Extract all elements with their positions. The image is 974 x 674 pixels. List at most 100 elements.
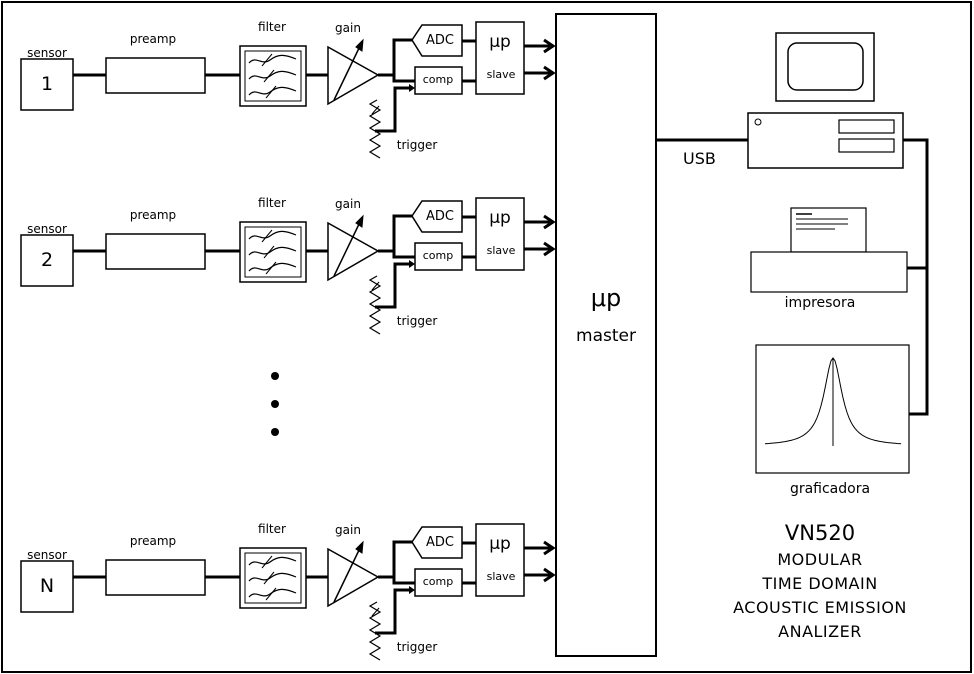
filter-label: filter xyxy=(258,20,286,34)
sensor-label: sensor xyxy=(27,46,67,60)
trigger-wire xyxy=(375,86,410,133)
filter-slash xyxy=(265,261,277,275)
sensor-box xyxy=(20,58,74,111)
slave-box xyxy=(475,523,525,597)
slave-box xyxy=(475,21,525,95)
sensor-label: sensor xyxy=(27,548,67,562)
gain-adjust-arrow xyxy=(333,219,362,277)
filter-wave xyxy=(248,246,297,256)
comp-box xyxy=(414,568,463,597)
title-line-4: ANALIZER xyxy=(778,622,862,641)
bus-arrowhead xyxy=(543,214,556,230)
channel-row xyxy=(20,523,556,661)
filter-inner xyxy=(244,226,302,278)
filter-wave xyxy=(248,54,297,64)
gain-label: gain xyxy=(335,21,361,35)
filter-wave xyxy=(248,230,297,240)
bus-arrowhead xyxy=(543,38,556,54)
plotter-label: graficadora xyxy=(789,481,871,497)
preamp-label: preamp xyxy=(129,534,177,548)
filter-wave xyxy=(248,262,297,272)
split-wire xyxy=(392,214,415,259)
ellipsis-dot xyxy=(271,372,279,380)
preamp-label: preamp xyxy=(129,208,177,222)
model-name: VN520 xyxy=(784,521,856,545)
gain-label: gain xyxy=(335,523,361,537)
adc-label: ADC xyxy=(426,33,454,48)
gain-arrowhead xyxy=(355,540,364,554)
preamp-label: preamp xyxy=(129,32,177,46)
comp-label: comp xyxy=(422,249,454,262)
ellipsis-dot xyxy=(271,400,279,408)
split-wire xyxy=(392,540,415,585)
slave-mu-label: μp xyxy=(489,534,511,554)
title-line-1: MODULAR xyxy=(777,550,863,569)
filter-box xyxy=(239,221,307,283)
monitor-icon xyxy=(775,32,875,102)
master-mu-label: μp xyxy=(590,284,622,312)
filter-inner xyxy=(244,552,302,604)
gain-arrowhead xyxy=(355,214,364,228)
slave-label: slave xyxy=(486,570,516,583)
usb-label: USB xyxy=(683,149,716,168)
trigger-resistor xyxy=(368,275,382,335)
trigger-label: trigger xyxy=(396,314,438,328)
slave-box xyxy=(475,197,525,271)
filter-slash xyxy=(261,555,273,569)
sensor-box xyxy=(20,560,74,613)
trigger-label: trigger xyxy=(396,138,438,152)
slave-mu-label: μp xyxy=(489,208,511,228)
sensor-number: 1 xyxy=(40,73,54,95)
trigger-resistor xyxy=(368,99,382,159)
sensor-box xyxy=(20,234,74,287)
adc-label: ADC xyxy=(426,535,454,550)
slave-mu-label: μp xyxy=(489,32,511,52)
split-wire xyxy=(392,38,415,83)
comp-box xyxy=(414,242,463,271)
plotter-icon xyxy=(755,344,910,474)
preamp-box xyxy=(105,559,206,596)
comp-label: comp xyxy=(422,73,454,86)
filter-slash xyxy=(261,53,273,67)
adc-label: ADC xyxy=(426,209,454,224)
trigger-tap xyxy=(371,281,380,291)
filter-slash xyxy=(263,69,275,83)
bus-line xyxy=(903,138,929,416)
filter-slash xyxy=(261,229,273,243)
filter-slash xyxy=(263,571,275,585)
gain-adjust-arrow xyxy=(333,43,362,101)
filter-wave xyxy=(248,70,297,80)
filter-wave xyxy=(248,86,297,96)
filter-wave xyxy=(248,556,297,566)
channel-row xyxy=(20,21,556,159)
bus-arrowhead xyxy=(543,65,556,81)
master-label: master xyxy=(576,326,636,346)
title-line-2: TIME DOMAIN xyxy=(762,574,878,593)
slave-label: slave xyxy=(486,68,516,81)
bus-arrowhead xyxy=(543,567,556,583)
trigger-arrowhead xyxy=(409,260,415,268)
trigger-wire xyxy=(375,262,410,309)
filter-slash xyxy=(265,85,277,99)
trigger-arrowhead xyxy=(409,84,415,92)
preamp-box xyxy=(105,233,206,270)
slave-label: slave xyxy=(486,244,516,257)
bus-arrowhead xyxy=(543,241,556,257)
filter-slash xyxy=(265,587,277,601)
sensor-label: sensor xyxy=(27,222,67,236)
trigger-wire xyxy=(375,588,410,635)
trigger-label: trigger xyxy=(396,640,438,654)
filter-wave xyxy=(248,588,297,598)
comp-label: comp xyxy=(422,575,454,588)
filter-box xyxy=(239,547,307,609)
filter-slash xyxy=(263,245,275,259)
title-line-3: ACOUSTIC EMISSION xyxy=(733,598,907,617)
gain-label: gain xyxy=(335,197,361,211)
channel-row xyxy=(20,197,556,335)
filter-label: filter xyxy=(258,522,286,536)
printer-label: impresora xyxy=(784,295,856,311)
title-block: VN520 MODULAR TIME DOMAIN ACOUSTIC EMISS… xyxy=(700,518,940,644)
trigger-resistor xyxy=(368,601,382,661)
gain-arrowhead xyxy=(355,38,364,52)
